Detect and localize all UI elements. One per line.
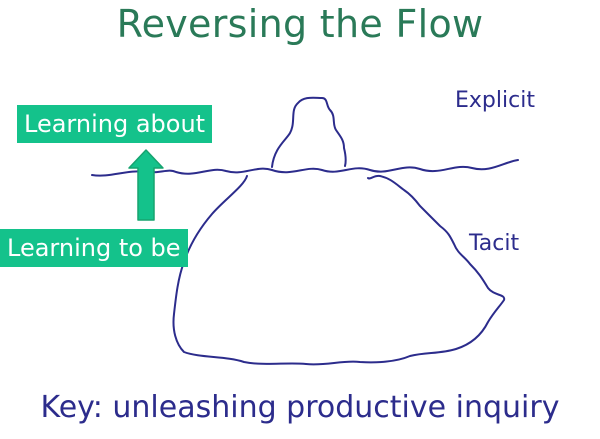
key-caption: Key: unleashing productive inquiry (0, 390, 600, 425)
learning-to-be-badge: Learning to be (0, 229, 188, 267)
iceberg-body (173, 176, 504, 365)
explicit-label: Explicit (455, 88, 535, 113)
iceberg-tip (272, 98, 346, 167)
up-arrow (129, 150, 163, 220)
learning-about-badge: Learning about (17, 105, 212, 143)
tacit-label: Tacit (469, 231, 519, 256)
